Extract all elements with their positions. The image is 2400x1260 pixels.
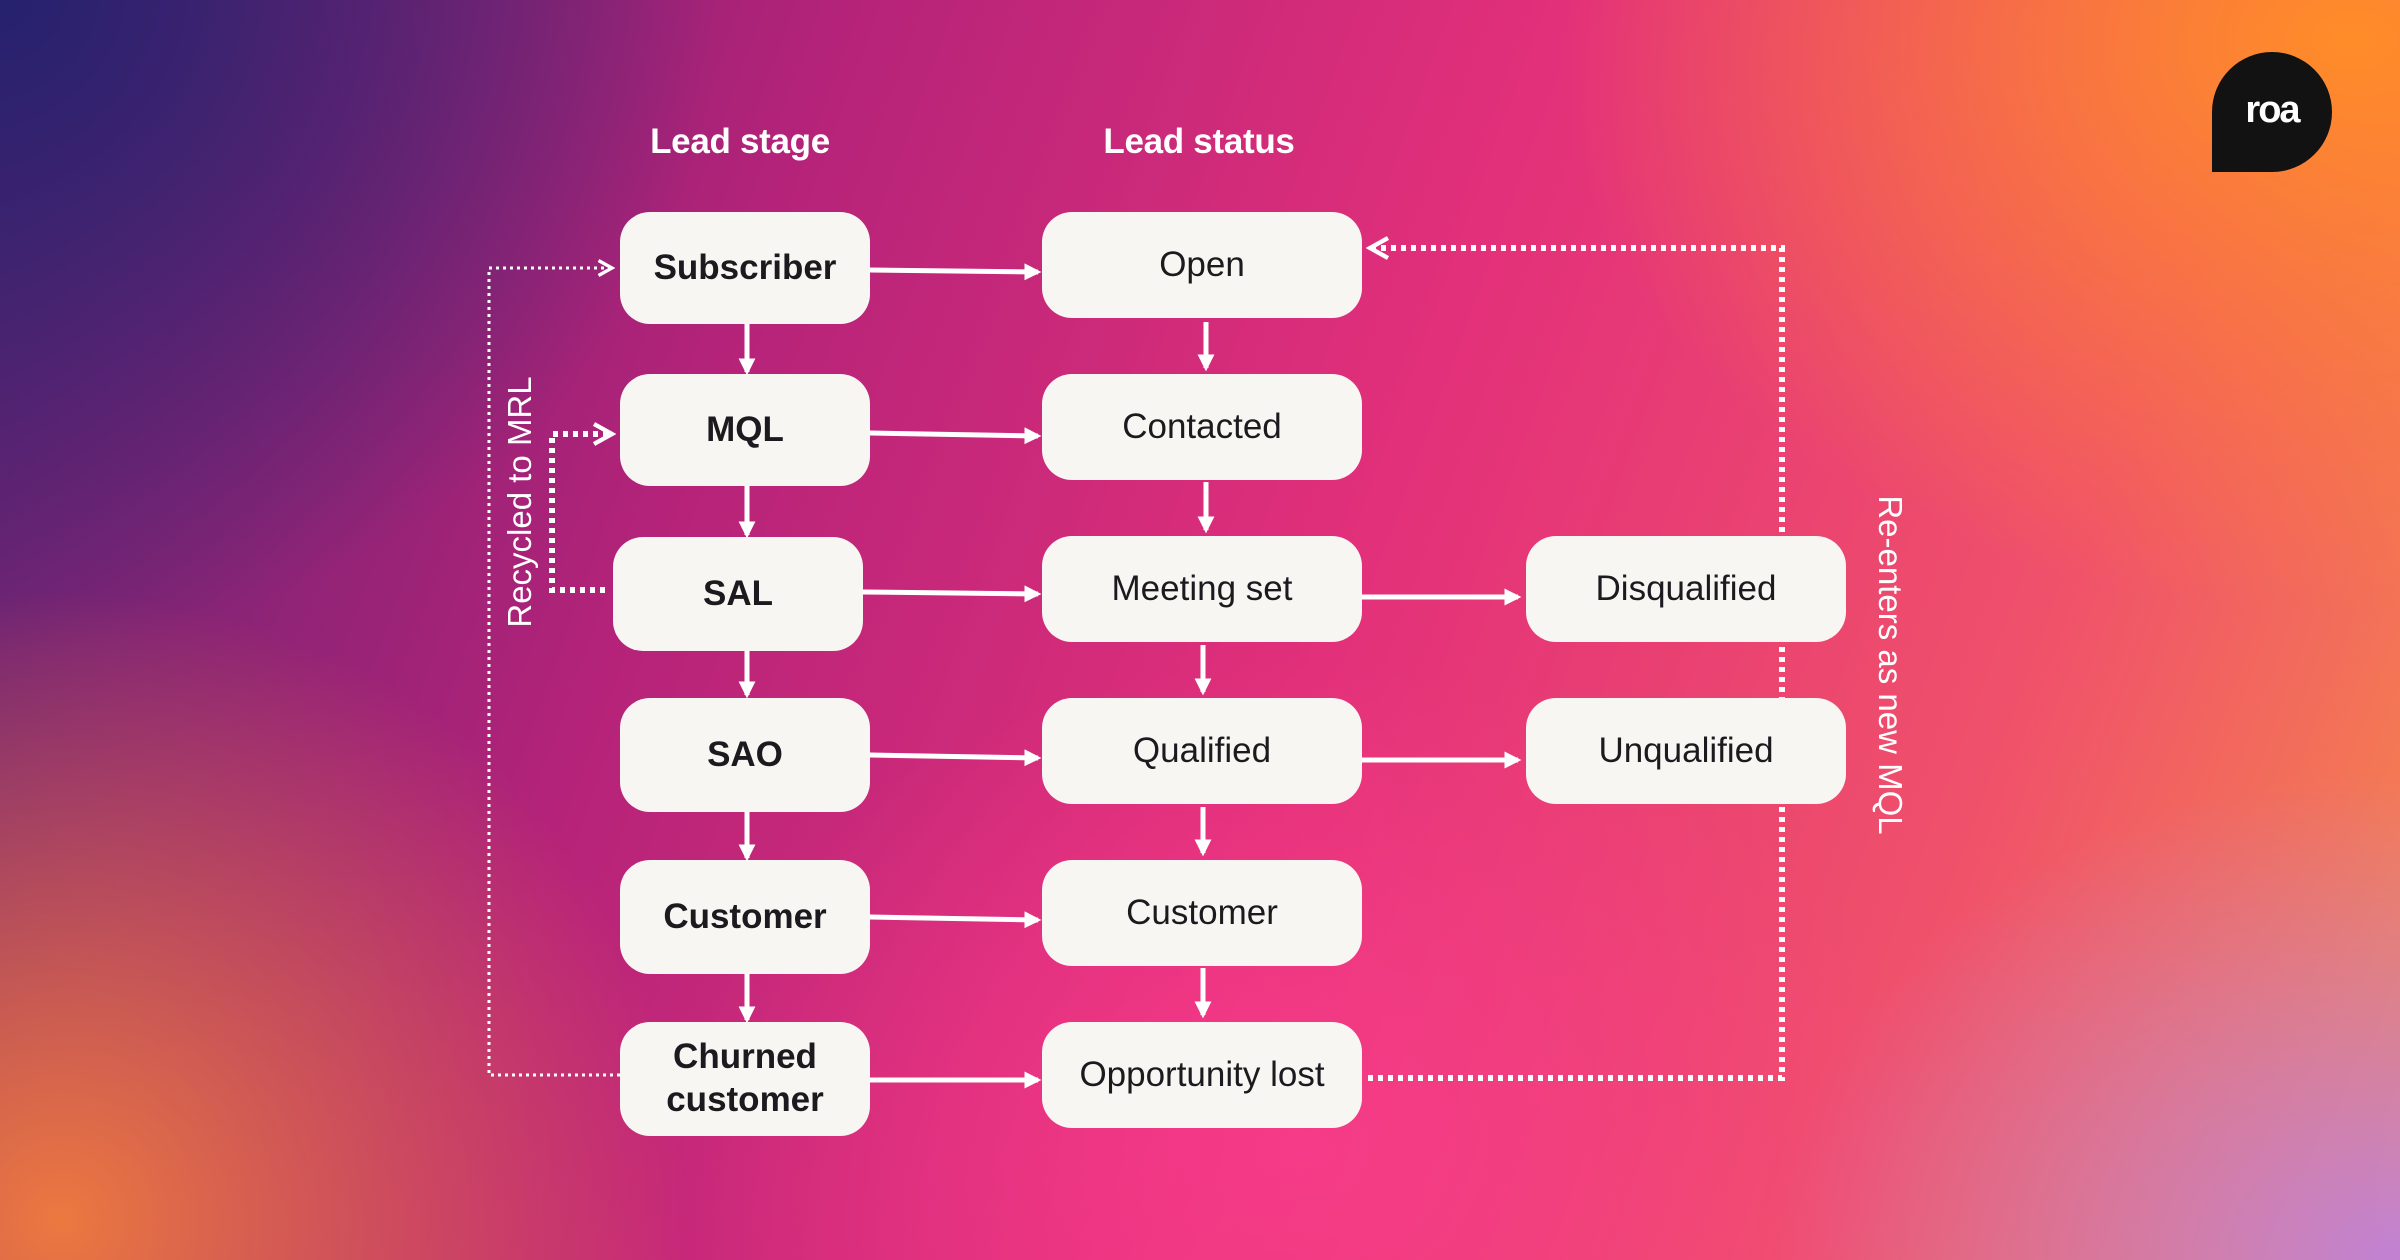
status-open-label: Open bbox=[1159, 244, 1245, 284]
header-lead-status: Lead status bbox=[1103, 122, 1295, 161]
stage-churned-label-line1: Churned bbox=[673, 1037, 817, 1077]
stage-sao-label: SAO bbox=[707, 734, 783, 774]
status-meeting-set: Meeting set bbox=[1042, 536, 1362, 642]
status-meeting-set-label: Meeting set bbox=[1111, 568, 1293, 608]
status-qualified-label: Qualified bbox=[1132, 730, 1272, 770]
loop-sal-to-mql bbox=[549, 434, 612, 593]
arrow-mql-to-contacted bbox=[869, 427, 1042, 445]
stage-customer-label: Customer bbox=[663, 896, 827, 936]
status-qualified: Qualified bbox=[1042, 698, 1362, 804]
loop-lost-to-open bbox=[1368, 248, 1785, 1081]
outcome-disqualified: Disqualified bbox=[1526, 536, 1846, 642]
stage-churned-customer: Churned customer bbox=[620, 1022, 870, 1136]
stage-sao: SAO bbox=[620, 698, 870, 812]
stage-mql-label: MQL bbox=[706, 409, 784, 449]
arrow-subscriber-to-open bbox=[869, 263, 1042, 281]
arrow-sao-to-qualified bbox=[869, 749, 1042, 767]
status-opportunity-lost: Opportunity lost bbox=[1042, 1022, 1362, 1128]
outcome-disqualified-label: Disqualified bbox=[1595, 568, 1777, 608]
status-contacted: Contacted bbox=[1042, 374, 1362, 480]
stage-customer: Customer bbox=[620, 860, 870, 974]
status-contacted-label: Contacted bbox=[1122, 406, 1282, 446]
status-open: Open bbox=[1042, 212, 1362, 318]
stage-subscriber: Subscriber bbox=[620, 212, 870, 324]
stage-sal-label: SAL bbox=[703, 573, 773, 613]
arrow-sal-to-meeting bbox=[862, 585, 1042, 603]
label-recycled-to-mrl: Recycled to MRL bbox=[501, 376, 538, 628]
stage-churned-label-line2: customer bbox=[666, 1080, 824, 1119]
header-lead-stage: Lead stage bbox=[650, 122, 830, 161]
loop-churned-to-subscriber bbox=[487, 268, 620, 1077]
status-customer-label: Customer bbox=[1126, 892, 1278, 932]
roa-logo: roa bbox=[2212, 52, 2332, 172]
status-customer: Customer bbox=[1042, 860, 1362, 966]
stage-subscriber-label: Subscriber bbox=[653, 247, 837, 287]
arrow-customer-to-customer-status bbox=[869, 911, 1042, 929]
label-re-enters-as-new-mql: Re-enters as new MQL bbox=[1872, 495, 1909, 835]
outcome-unqualified: Unqualified bbox=[1526, 698, 1846, 804]
status-opportunity-lost-label: Opportunity lost bbox=[1079, 1054, 1325, 1094]
stage-sal: SAL bbox=[613, 537, 863, 651]
outcome-unqualified-label: Unqualified bbox=[1598, 730, 1774, 770]
stage-mql: MQL bbox=[620, 374, 870, 486]
roa-logo-text: roa bbox=[2245, 88, 2300, 131]
